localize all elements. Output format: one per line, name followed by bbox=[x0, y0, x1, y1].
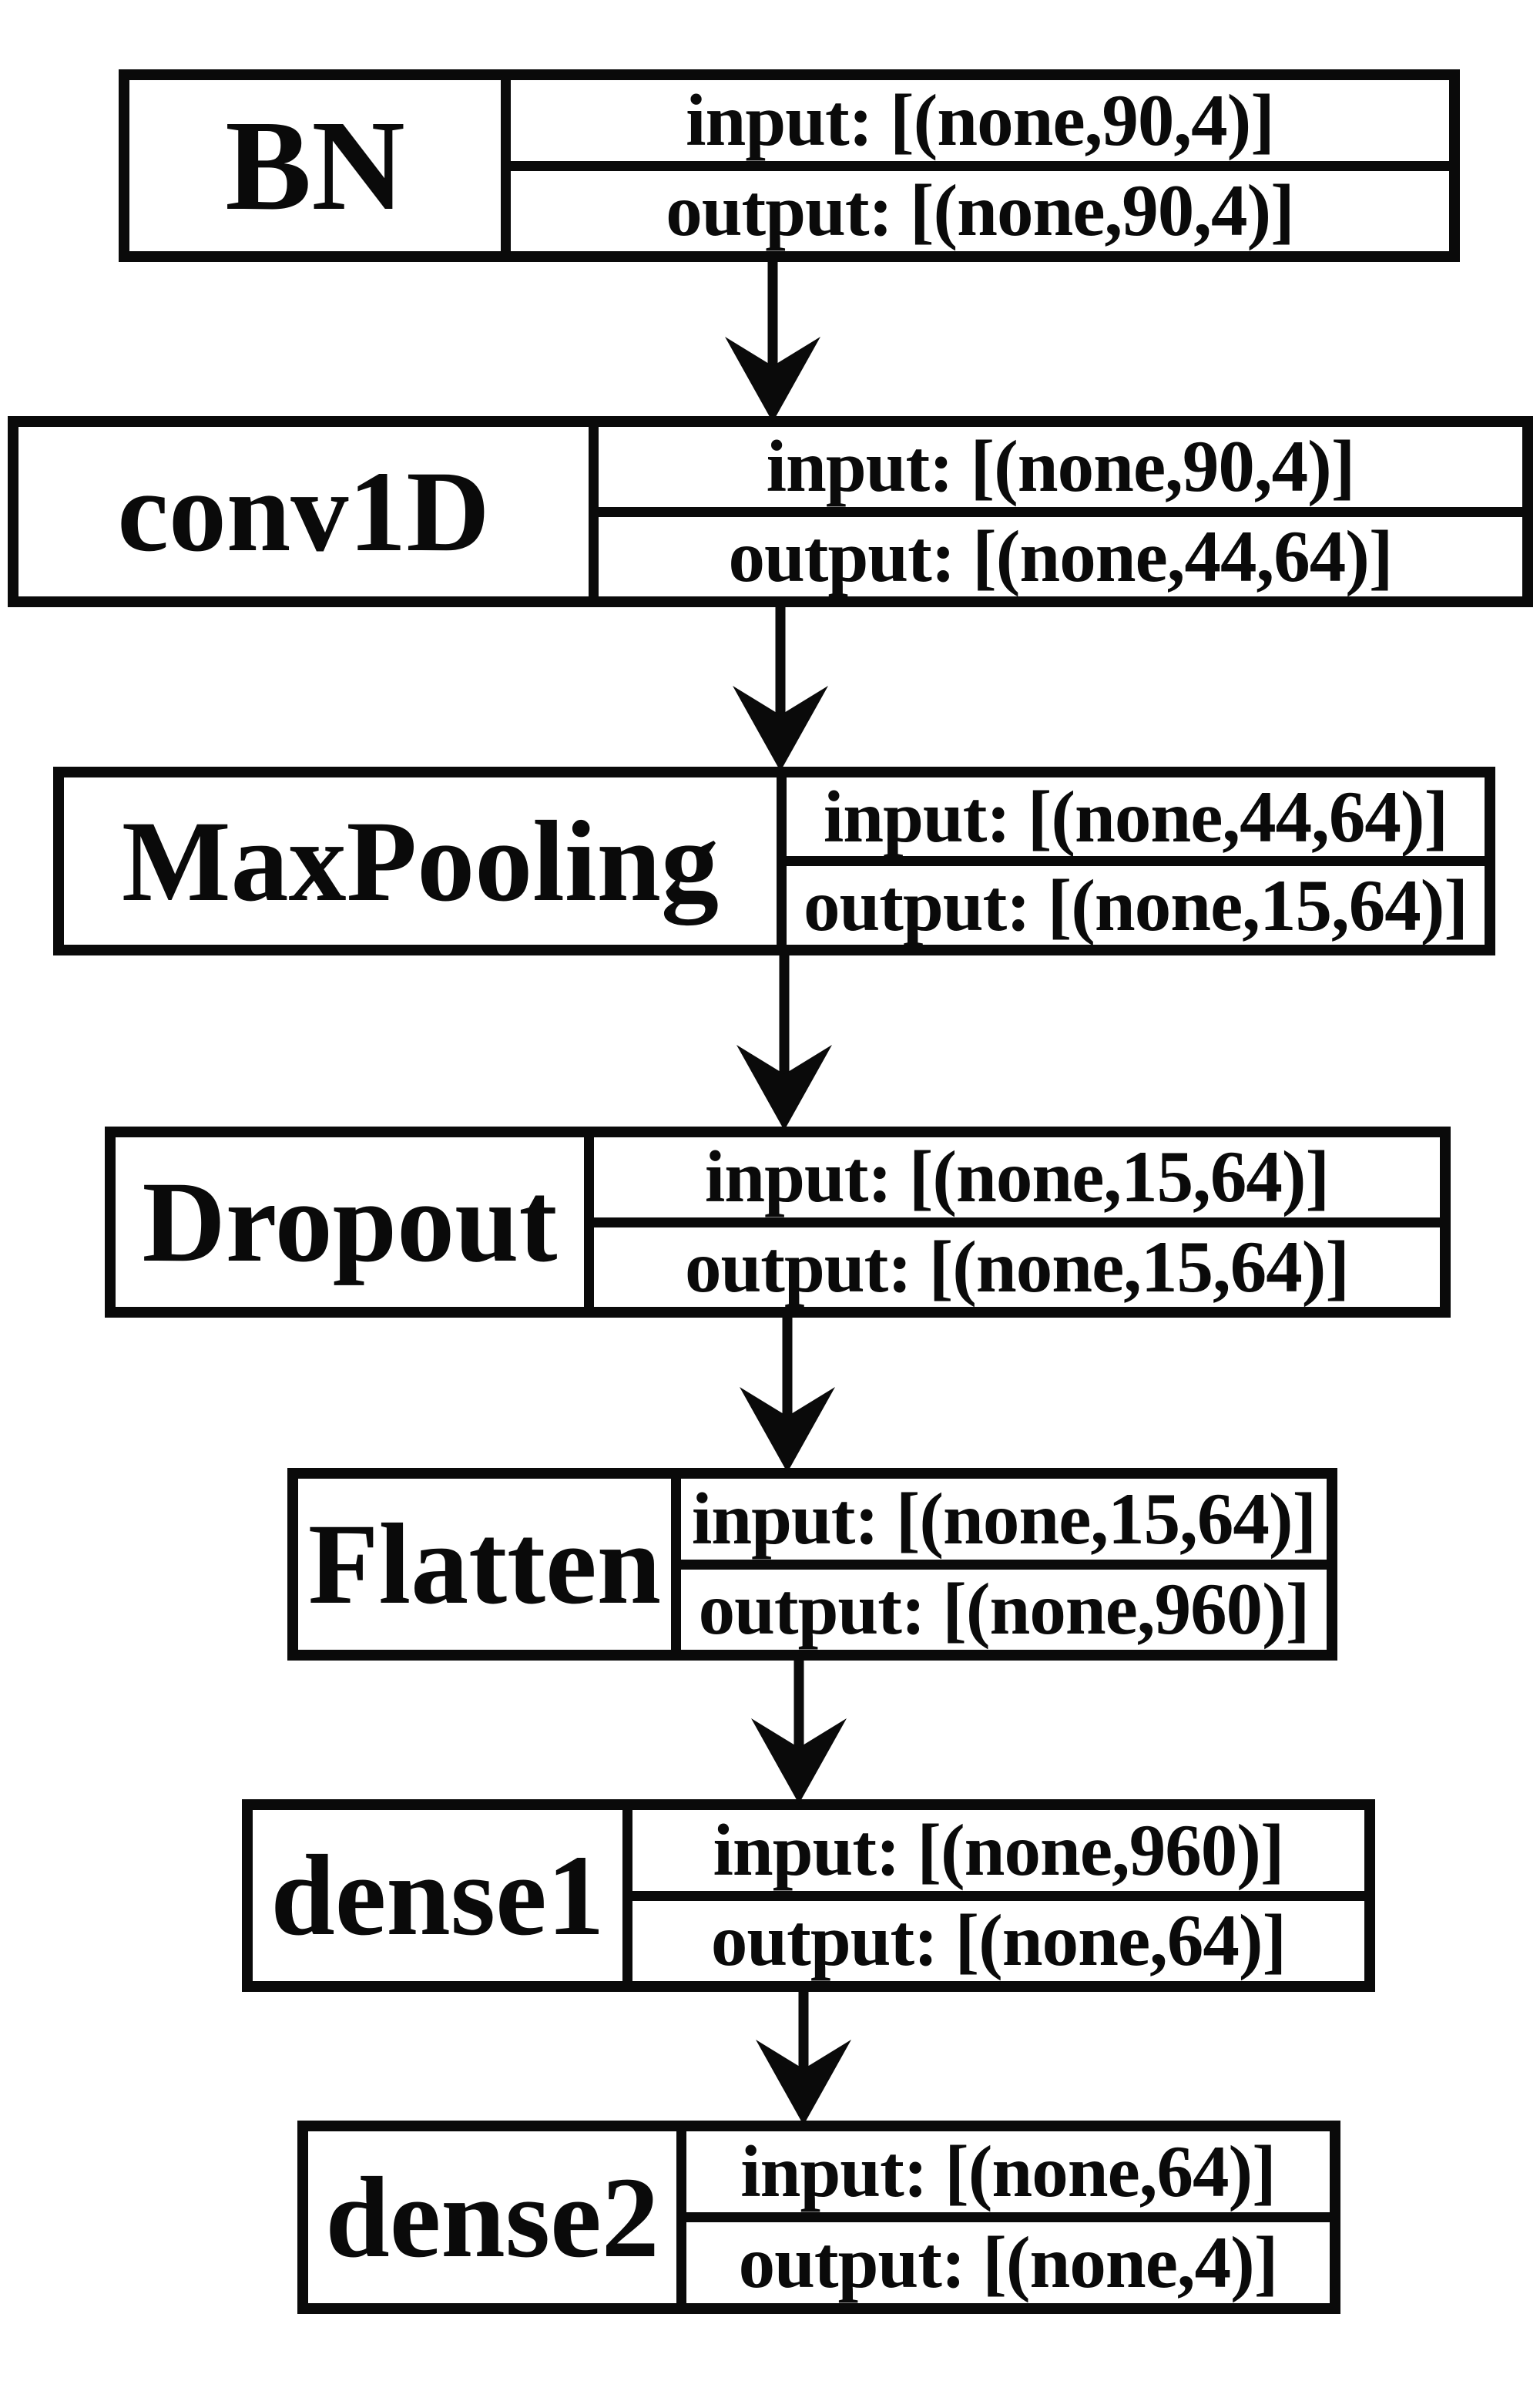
layer-name-label: MaxPooling bbox=[122, 797, 719, 925]
layer-input-row: input: [(none,15,64)] bbox=[681, 1479, 1327, 1570]
layer-io-cell: input: [(none,15,64)] output: [(none,15,… bbox=[584, 1137, 1440, 1307]
layer-input-row: input: [(none,15,64)] bbox=[594, 1137, 1440, 1227]
arrow-down-icon bbox=[740, 1313, 835, 1473]
arrow-down-icon bbox=[751, 1655, 847, 1804]
layer-input-row: input: [(none,90,4)] bbox=[599, 427, 1522, 517]
layer-output-row: output: [(none,44,64)] bbox=[728, 515, 1393, 597]
layer-box-conv1d: conv1D input: [(none,90,4)] output: [(no… bbox=[8, 416, 1533, 607]
arrow-down-icon bbox=[733, 602, 828, 771]
layer-output-row: output: [(none,4)] bbox=[738, 2221, 1279, 2303]
layer-box-bn: BN input: [(none,90,4)] output: [(none,9… bbox=[119, 69, 1460, 262]
layer-input-row: input: [(none,44,64)] bbox=[787, 777, 1485, 866]
layer-io-cell: input: [(none,15,64)] output: [(none,960… bbox=[671, 1479, 1327, 1650]
layer-input-row: input: [(none,960)] bbox=[632, 1810, 1364, 1901]
arrow-down-icon bbox=[736, 951, 832, 1130]
layer-output-row: output: [(none,15,64)] bbox=[684, 1225, 1350, 1308]
layer-io-cell: input: [(none,90,4)] output: [(none,90,4… bbox=[501, 80, 1449, 251]
layer-input-row: input: [(none,64)] bbox=[686, 2131, 1330, 2222]
layer-io-cell: input: [(none,90,4)] output: [(none,44,6… bbox=[589, 427, 1522, 596]
arrow-down-icon bbox=[756, 1986, 851, 2125]
layer-name-label: BN bbox=[225, 94, 405, 237]
layer-output-row: output: [(none,960)] bbox=[698, 1568, 1310, 1651]
layer-name-label: dense2 bbox=[325, 2153, 659, 2282]
layer-io-cell: input: [(none,64)] output: [(none,4)] bbox=[676, 2131, 1330, 2303]
layer-input-row: input: [(none,90,4)] bbox=[511, 80, 1449, 171]
layer-io-cell: input: [(none,44,64)] output: [(none,15,… bbox=[777, 777, 1485, 945]
layer-box-dense1: dense1 input: [(none,960)] output: [(non… bbox=[242, 1799, 1375, 1992]
arrow-down-icon bbox=[725, 257, 820, 422]
layer-output-row: output: [(none,64)] bbox=[710, 1899, 1287, 1982]
layer-name-label: dense1 bbox=[270, 1832, 605, 1960]
layer-name-label: Flatten bbox=[307, 1500, 662, 1628]
layer-box-flatten: Flatten input: [(none,15,64)] output: [(… bbox=[287, 1468, 1337, 1661]
layer-output-row: output: [(none,90,4)] bbox=[666, 170, 1295, 252]
layer-box-maxpooling: MaxPooling input: [(none,44,64)] output:… bbox=[53, 767, 1495, 955]
layer-output-row: output: [(none,15,64)] bbox=[803, 864, 1468, 946]
layer-name-label: Dropout bbox=[142, 1158, 558, 1286]
layer-box-dropout: Dropout input: [(none,15,64)] output: [(… bbox=[105, 1127, 1451, 1318]
layer-box-dense2: dense2 input: [(none,64)] output: [(none… bbox=[297, 2121, 1340, 2314]
layer-name-label: conv1D bbox=[117, 448, 490, 576]
layer-io-cell: input: [(none,960)] output: [(none,64)] bbox=[622, 1810, 1364, 1981]
